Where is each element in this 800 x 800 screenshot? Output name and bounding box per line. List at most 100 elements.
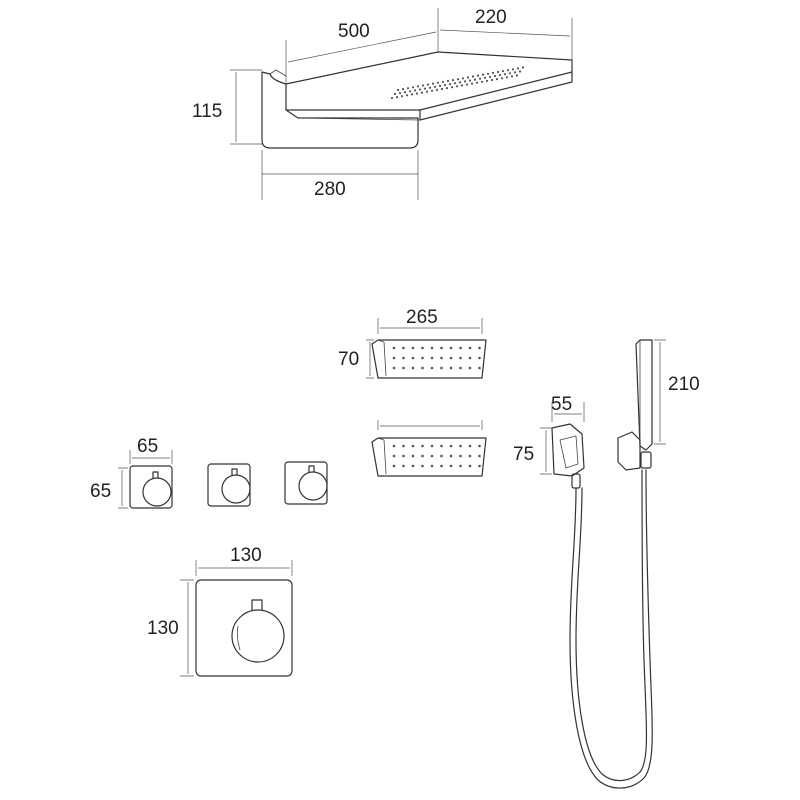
nozzle-dot [468, 79, 472, 82]
nozzle-dot [503, 73, 507, 76]
nozzle-dot [440, 346, 443, 350]
jet-nozzles-lower [392, 444, 481, 468]
nozzle-dot [392, 444, 396, 448]
nozzle-dot [486, 72, 490, 75]
nozzle-dot [392, 464, 396, 468]
rain-head-face [285, 109, 421, 121]
nozzle-dot [446, 79, 450, 83]
nozzle-dot [455, 85, 459, 88]
nozzle-dot [445, 87, 449, 90]
nozzle-dot [449, 366, 453, 370]
nozzle-dot [508, 72, 512, 75]
nozzle-dot [450, 86, 454, 89]
nozzle-dot [401, 88, 405, 91]
nozzle-dot [449, 464, 453, 468]
dim-500-line [287, 31, 437, 63]
nozzle-dot [392, 454, 396, 458]
nozzle-dot [456, 78, 460, 81]
nozzle-dot [490, 78, 494, 82]
nozzle-dot [461, 77, 465, 80]
nozzle-dot [392, 346, 396, 350]
hand-shower [635, 339, 653, 451]
nozzle-dot [440, 366, 443, 370]
nozzle-dot [402, 454, 405, 458]
nozzle-dot [463, 80, 467, 83]
nozzle-dot [421, 84, 425, 87]
nozzle-dot [476, 74, 480, 77]
nozzle-dot [483, 76, 487, 79]
nozzle-dot [473, 78, 477, 81]
nozzle-dot [398, 92, 402, 95]
body-jet-upper [371, 339, 487, 379]
nozzle-dot [421, 444, 424, 448]
nozzle-dot [440, 444, 443, 448]
nozzle-dot [495, 78, 499, 81]
nozzle-dot [478, 346, 481, 350]
nozzle-dot [481, 73, 485, 76]
nozzle-dot [440, 87, 444, 91]
nozzle-dot [430, 346, 434, 350]
nozzle-dot [402, 346, 405, 350]
nozzle-dot [459, 356, 462, 360]
nozzle-dot [421, 454, 424, 458]
nozzle-dot [396, 88, 400, 92]
nozzle-dot [403, 91, 407, 94]
dim-265-label: 265 [406, 307, 438, 328]
nozzle-dot [468, 444, 472, 448]
dim-70-label: 70 [338, 349, 360, 370]
nozzle-dot [418, 88, 422, 91]
nozzle-dot [511, 68, 515, 71]
nozzle-dot [415, 92, 419, 95]
dim-65-width-label: 65 [137, 436, 159, 457]
nozzle-dot [496, 70, 500, 74]
small-valve-2 [207, 463, 251, 507]
nozzle-dot [426, 83, 430, 86]
nozzle-dot [440, 454, 443, 458]
nozzle-dot [438, 84, 442, 87]
nozzle-dot [440, 356, 443, 360]
nozzle-dot [493, 74, 497, 78]
nozzle-dot [441, 80, 445, 83]
outlet-connector [571, 473, 581, 489]
nozzle-dot [421, 346, 424, 350]
nozzle-dot [410, 93, 414, 96]
nozzle-dot [402, 444, 405, 448]
jet-nozzles-upper [392, 346, 481, 370]
nozzle-dot [413, 89, 417, 92]
nozzle-dot [392, 356, 396, 360]
nozzle-dot [468, 464, 472, 468]
nozzle-dot [420, 91, 424, 94]
small-valve-3 [284, 461, 328, 505]
nozzle-dot [459, 454, 462, 458]
rain-head-top [285, 51, 573, 111]
nozzle-dot [478, 356, 481, 360]
nozzle-dot [459, 346, 462, 350]
nozzle-dot [506, 69, 510, 72]
nozzle-dot [449, 444, 453, 448]
nozzle-dot [488, 75, 492, 78]
nozzle-dot [449, 346, 453, 350]
nozzle-dot [468, 356, 472, 360]
nozzle-dot [449, 454, 453, 458]
nozzle-dot [478, 366, 481, 370]
nozzle-dot [491, 71, 495, 74]
rain-shower-head [261, 51, 573, 149]
dim-55-label: 55 [551, 394, 573, 415]
thermostatic-valve [195, 579, 293, 677]
nozzle-dot [411, 464, 415, 468]
rain-nozzles [390, 66, 525, 100]
nozzle-dot [435, 88, 439, 91]
nozzle-dot [478, 444, 481, 448]
nozzle-dot [459, 366, 462, 370]
nozzle-dot [421, 366, 424, 370]
dim-210-label: 210 [668, 374, 700, 395]
nozzle-dot [405, 94, 409, 97]
nozzle-dot [498, 74, 502, 77]
nozzle-dot [411, 86, 415, 89]
nozzle-dot [460, 84, 464, 87]
dim-220-line [439, 29, 571, 37]
small-valve-1 [129, 465, 173, 509]
nozzle-dot [436, 81, 440, 84]
nozzle-dot [411, 444, 415, 448]
nozzle-dot [425, 90, 429, 93]
